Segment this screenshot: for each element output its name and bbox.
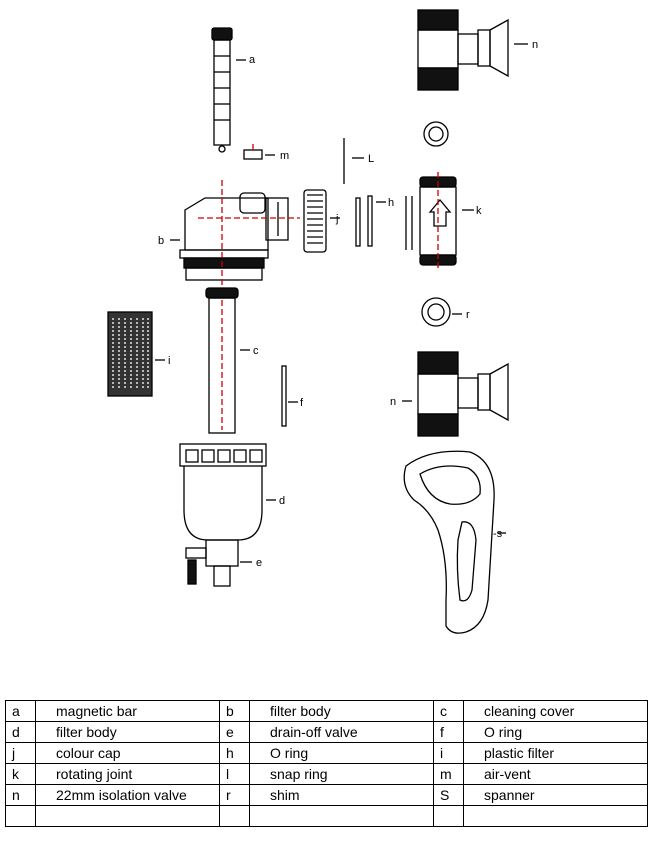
label-i: i	[168, 355, 170, 367]
label-d: d	[279, 495, 285, 507]
label-L: L	[368, 153, 374, 165]
label-c: c	[253, 345, 259, 357]
part-code: r	[219, 784, 250, 806]
part-code: l	[219, 763, 250, 785]
drain-off-valve	[185, 539, 252, 587]
part-name: snap ring	[249, 763, 434, 785]
part-name: 22mm isolation valve	[35, 784, 220, 806]
label-r: r	[466, 309, 470, 321]
part-name: spanner	[463, 784, 648, 806]
exploded-parts-diagram: a m b c i f d e j h L k r n n -s	[107, 9, 538, 634]
plastic-filter	[107, 311, 165, 397]
part-code	[433, 805, 464, 827]
o-ring-h	[355, 195, 386, 247]
part-name: drain-off valve	[249, 721, 434, 743]
label-j: j	[335, 213, 338, 225]
part-name: colour cap	[35, 742, 220, 764]
part-code: f	[433, 721, 464, 743]
part-name: filter body	[35, 721, 220, 743]
part-code	[219, 805, 250, 827]
part-name: rotating joint	[35, 763, 220, 785]
filter-bowl	[179, 443, 276, 541]
label-n-top: n	[532, 39, 538, 51]
isolation-valve-bottom	[402, 351, 509, 437]
part-code: m	[433, 763, 464, 785]
part-name: magnetic bar	[35, 700, 220, 722]
label-s: -s	[493, 528, 503, 540]
part-code: b	[219, 700, 250, 722]
part-code: a	[5, 700, 36, 722]
air-vent	[243, 144, 275, 160]
label-k: k	[476, 205, 482, 217]
label-n-bottom: n	[390, 396, 396, 408]
part-name: filter body	[249, 700, 434, 722]
part-name	[35, 805, 220, 827]
part-name: plastic filter	[463, 742, 648, 764]
snap-ring	[343, 138, 364, 184]
part-code: e	[219, 721, 250, 743]
filter-body-top	[170, 180, 300, 285]
magnetic-bar	[211, 27, 246, 153]
label-b: b	[158, 235, 164, 247]
spanner	[403, 450, 506, 634]
part-name	[249, 805, 434, 827]
part-name: shim	[249, 784, 434, 806]
part-code: c	[433, 700, 464, 722]
part-name: air-vent	[463, 763, 648, 785]
colour-cap	[303, 189, 340, 253]
label-e: e	[256, 557, 262, 569]
table-row	[5, 805, 648, 827]
part-code: j	[5, 742, 36, 764]
ring-upper	[423, 121, 449, 147]
cleaning-cover	[205, 287, 250, 434]
isolation-valve-top	[417, 9, 528, 91]
part-code: S	[433, 784, 464, 806]
rotating-joint	[405, 172, 474, 270]
part-name: cleaning cover	[463, 700, 648, 722]
part-code	[5, 805, 36, 827]
label-m: m	[280, 150, 289, 162]
label-f: f	[300, 397, 304, 409]
part-code: h	[219, 742, 250, 764]
label-a: a	[249, 54, 256, 66]
part-name: O ring	[249, 742, 434, 764]
o-ring-f	[281, 365, 298, 427]
part-code: i	[433, 742, 464, 764]
shim	[421, 297, 462, 327]
part-code: k	[5, 763, 36, 785]
part-code: n	[5, 784, 36, 806]
part-name: O ring	[463, 721, 648, 743]
label-h: h	[388, 197, 394, 209]
part-code: d	[5, 721, 36, 743]
part-name	[463, 805, 648, 827]
